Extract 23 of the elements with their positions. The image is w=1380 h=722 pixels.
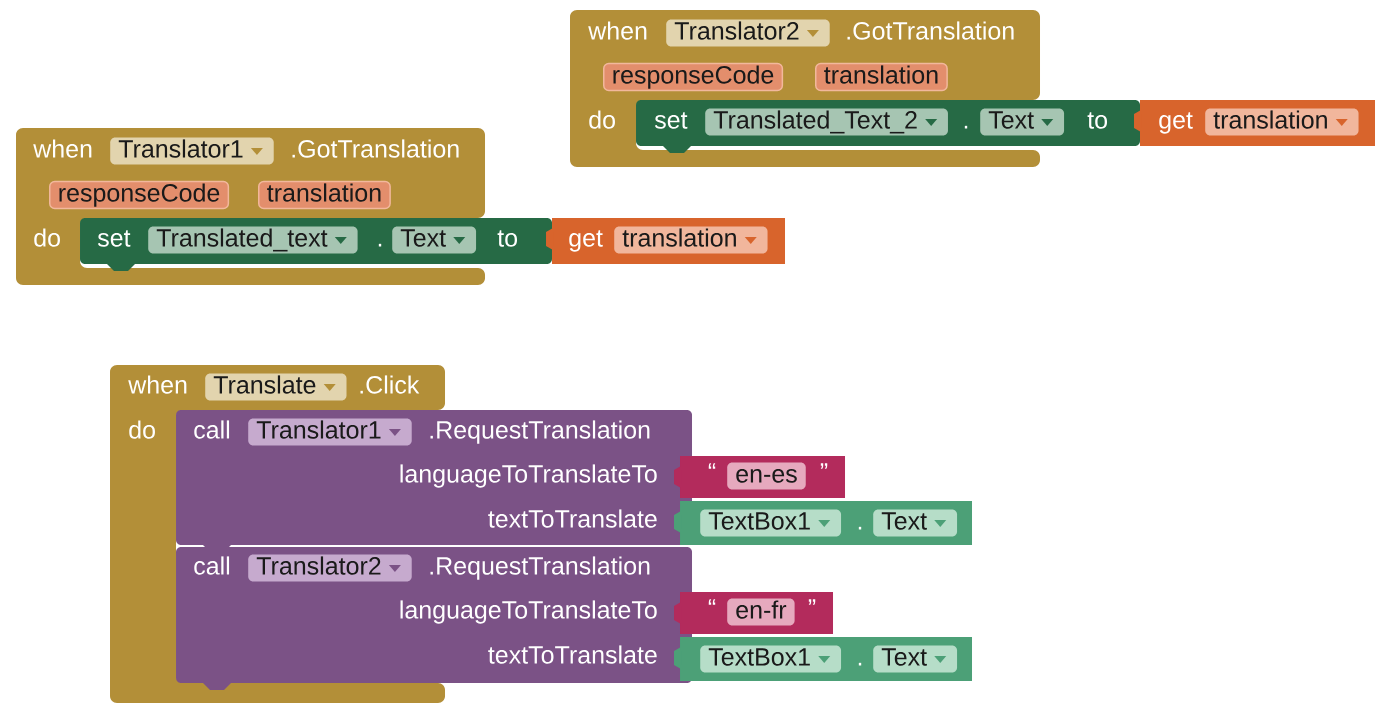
dropdown-field: Translator2 [248,554,412,582]
parameter-label: responseCode [49,180,230,210]
dropdown-field: Text [980,108,1065,136]
string-field: en-es [727,462,806,490]
dropdown-field: Text [873,645,958,673]
dropdown-field: translation [1205,108,1359,136]
parameter-label: translation [258,180,391,210]
node-label: textToTranslate [488,645,657,664]
parameter-label: translation [815,62,948,92]
dropdown-field: Text [873,509,958,537]
dropdown-field: TextBox1 [700,645,842,673]
node-label: call [194,556,230,575]
dropdown-field: TextBox1 [700,509,842,537]
dropdown-field: Translated_text [148,226,358,254]
parameter-label: responseCode [603,62,784,92]
dropdown-field: Translate [205,373,347,401]
dropdown-field: Translator1 [248,418,412,446]
dropdown-field: Translator2 [666,19,830,47]
dropdown-field: Translator1 [110,137,274,165]
string-field: en-fr [727,598,795,626]
dropdown-field: Text [392,226,477,254]
dropdown-field: Translated_Text_2 [705,108,948,136]
dropdown-field: translation [614,226,768,254]
